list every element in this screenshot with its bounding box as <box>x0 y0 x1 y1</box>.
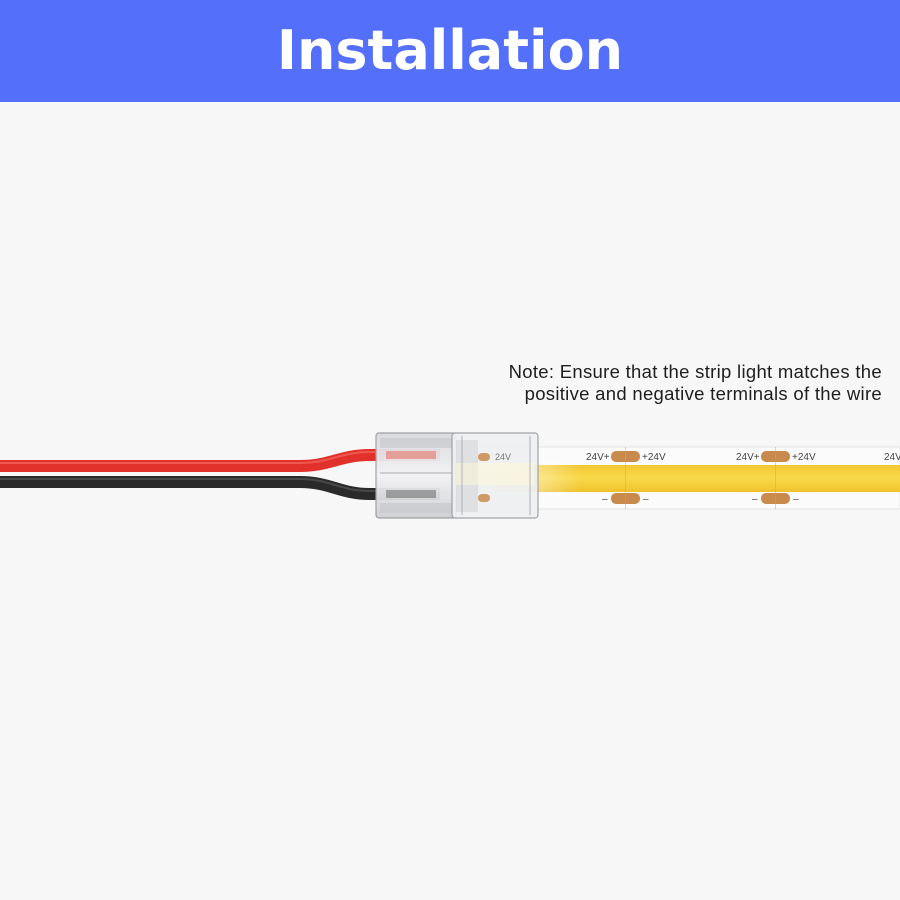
clamp-pad-label: 24V <box>495 452 511 462</box>
pad-label-right: +24V <box>642 452 666 463</box>
pad-label-left: 24V+ <box>586 452 610 463</box>
edge-label: 24V <box>884 452 900 463</box>
black-wire-highlight <box>0 478 440 492</box>
neg-label-right: – <box>643 494 649 505</box>
red-wire <box>0 449 440 472</box>
neg-label-left: – <box>752 494 758 505</box>
clip-connector: 24V <box>375 432 539 519</box>
copper-pad <box>478 453 490 461</box>
red-wire-highlight <box>0 451 440 464</box>
black-wire <box>0 476 440 500</box>
neg-label-right: – <box>793 494 799 505</box>
neg-label-left: – <box>602 494 608 505</box>
copper-pad <box>478 494 490 502</box>
note-line-2: positive and negative terminals of the w… <box>524 383 882 404</box>
pad-label-left: 24V+ <box>736 452 760 463</box>
led-strip: 24V+ +24V – – 24V+ +24V – – 24V <box>469 446 900 510</box>
pad-label-right: +24V <box>792 452 816 463</box>
header-banner: Installation <box>0 0 900 102</box>
note-line-1: Note: Ensure that the strip light matche… <box>508 361 882 382</box>
page-title: Installation <box>276 18 624 82</box>
wire-pair <box>0 449 440 500</box>
installation-note: Note: Ensure that the strip light matche… <box>509 361 882 405</box>
